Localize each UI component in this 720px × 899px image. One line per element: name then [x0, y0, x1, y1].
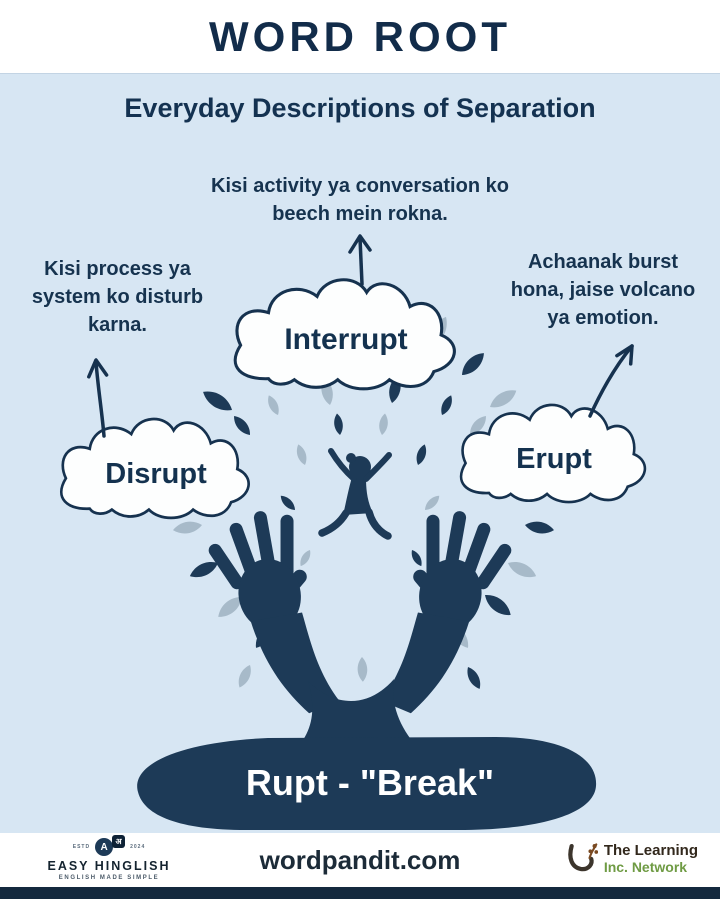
cloud-disrupt: Disrupt: [50, 412, 262, 528]
right-hand: [380, 511, 512, 714]
disrupt-description: Kisi process ya system ko disturb karna.: [10, 255, 225, 339]
desc-line: ya emotion.: [547, 307, 659, 329]
easy-hinglish-logo: ESTD A अ 2024 EASY HINGLISH ENGLISH MADE…: [34, 834, 184, 881]
desc-line: Kisi activity ya conversation ko: [211, 175, 509, 197]
desc-line: system ko disturb: [31, 286, 204, 308]
desc-line: karna.: [88, 314, 147, 336]
bottom-bar: [0, 887, 720, 899]
cloud-erupt: Erupt: [450, 398, 658, 512]
header: WORD ROOT: [0, 0, 720, 74]
learning-network-logo: The Learning Inc. Network: [564, 841, 698, 875]
root-word-label: Rupt - "Break": [245, 762, 495, 803]
interrupt-description: Kisi activity ya conversation ko beech m…: [150, 172, 570, 228]
learning-network-line2: Inc. Network: [603, 858, 688, 875]
desc-line: Achaanak burst: [527, 251, 679, 273]
easy-hinglish-tagline: ENGLISH MADE SIMPLE: [58, 875, 160, 881]
tree-illustration: [163, 285, 560, 755]
cloud-word-interrupt: Interrupt: [284, 323, 408, 356]
website-link[interactable]: wordpandit.com: [259, 845, 461, 875]
up-arrow-left-icon: [87, 358, 109, 438]
up-arrow-right-icon: [588, 344, 634, 418]
learning-network-text: The Learning Inc. Network: [604, 842, 698, 875]
learning-network-line1: The Learning: [603, 841, 698, 859]
left-hand: [208, 511, 340, 714]
cloud-interrupt: Interrupt: [222, 272, 470, 400]
learning-network-icon: [568, 843, 598, 872]
up-arrow-center-icon: [348, 234, 372, 286]
erupt-description: Achaanak burst hona, jaise volcano ya em…: [492, 248, 714, 332]
easy-hinglish-badge: ESTD A अ 2024: [34, 834, 184, 858]
tree-trunk: [290, 679, 425, 755]
desc-line: beech mein rokna.: [272, 203, 448, 225]
translate-icon: A: [95, 838, 114, 856]
poster-title: WORD ROOT: [209, 12, 511, 60]
child-silhouette: [318, 448, 392, 540]
easy-hinglish-name: EASY HINGLISH: [47, 859, 171, 873]
estd-label: ESTD: [72, 844, 91, 850]
subtitle: Everyday Descriptions of Separation: [124, 93, 596, 123]
desc-line: hona, jaise volcano: [510, 279, 696, 301]
desc-line: Kisi process ya: [44, 258, 191, 280]
cloud-word-erupt: Erupt: [516, 442, 592, 475]
root-blob: [137, 737, 597, 830]
estd-year: 2024: [130, 844, 146, 850]
footer: ESTD A अ 2024 EASY HINGLISH ENGLISH MADE…: [0, 833, 720, 887]
devanagari-icon: अ: [112, 834, 126, 848]
cloud-word-disrupt: Disrupt: [105, 457, 207, 490]
